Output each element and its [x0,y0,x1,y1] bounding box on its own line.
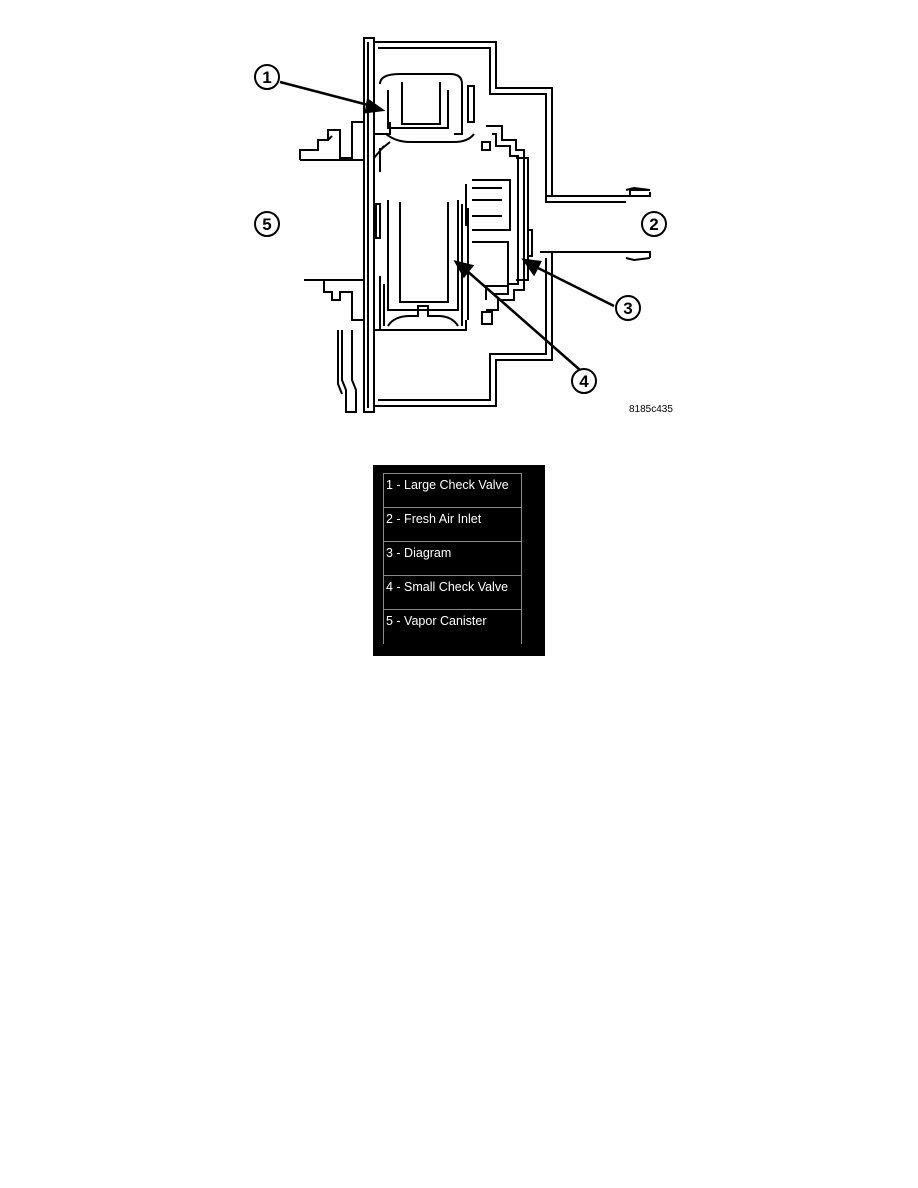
large-valve-cup-inner [387,90,449,129]
legend-item-vapor-canister: 5 - Vapor Canister [386,614,487,628]
small-valve-seat [387,305,459,327]
lower-left-fitting-stem [341,330,357,413]
check-valve-cross-section-diagram: 1 5 2 3 4 8185c435 [240,30,690,430]
callout-4-label: 4 [579,372,589,391]
diaphragm-membrane [516,157,529,281]
inlet-tube-top [546,192,651,197]
leader-1-arrowhead [364,97,386,114]
large-valve-guide [467,85,475,123]
callout-5-circle [254,211,280,237]
large-valve-seat [385,133,475,143]
diaphragm-lower-ring [472,241,509,300]
legend-panel: 1 - Large Check Valve 2 - Fresh Air Inle… [373,465,545,656]
callout-3-circle [615,295,641,321]
inlet-tube-bottom [540,251,651,258]
small-valve-left-guide [375,203,381,239]
callout-1-label: 1 [262,68,271,87]
lower-left-fitting [304,279,364,321]
callout-2-label: 2 [649,215,658,234]
small-valve-cup-inner [399,202,449,303]
callout-5-label: 5 [262,215,271,234]
small-valve-base-outer [379,276,467,331]
callout-1-circle [254,64,280,90]
large-valve-cup-outer [379,73,463,135]
leader-4-arrowhead [453,260,475,279]
housing-upper-outer [374,41,650,197]
upper-left-fitting [299,121,364,160]
housing-upper-inner [378,47,626,203]
leader-3-arrowhead [521,258,542,277]
inlet-tube-tip-top [625,186,651,191]
leader-4 [465,269,581,371]
housing-left-wall [363,37,375,413]
housing-lower-inner [378,258,547,401]
callout-3-label: 3 [623,299,632,318]
diaphragm-clip-top [481,141,491,151]
upper-left-fitting-notch [327,135,333,141]
legend-item-diagram: 3 - Diagram [384,542,521,576]
leader-3 [533,264,615,308]
figure-code: 8185c435 [629,404,673,415]
callout-2-circle [641,211,667,237]
diaphragm-housing [486,125,525,311]
legend-list: 1 - Large Check Valve 2 - Fresh Air Inle… [383,473,522,644]
legend-item-fresh-air-inlet: 2 - Fresh Air Inlet [384,508,521,542]
diaphragm-tab [528,229,533,257]
lower-left-fitting-stem-inner [337,330,343,395]
leader-1 [279,80,373,108]
housing-lower-outer [374,252,553,407]
inlet-tube-tip-bottom [625,257,651,262]
legend-item-large-check-valve: 1 - Large Check Valve [384,474,521,508]
large-valve-seat-left [374,122,391,135]
diaphragm-clip-bot [481,311,493,325]
diaphragm-plate [472,179,511,231]
legend-item-small-check-valve: 4 - Small Check Valve [384,576,521,610]
callout-4-circle [571,368,597,394]
diaphragm-housing-inner [492,133,519,295]
diagram-drawing: 1 5 2 3 4 8185c435 [254,37,673,415]
large-valve-cup-rim [401,82,441,125]
small-valve-cup-outer [387,200,459,311]
